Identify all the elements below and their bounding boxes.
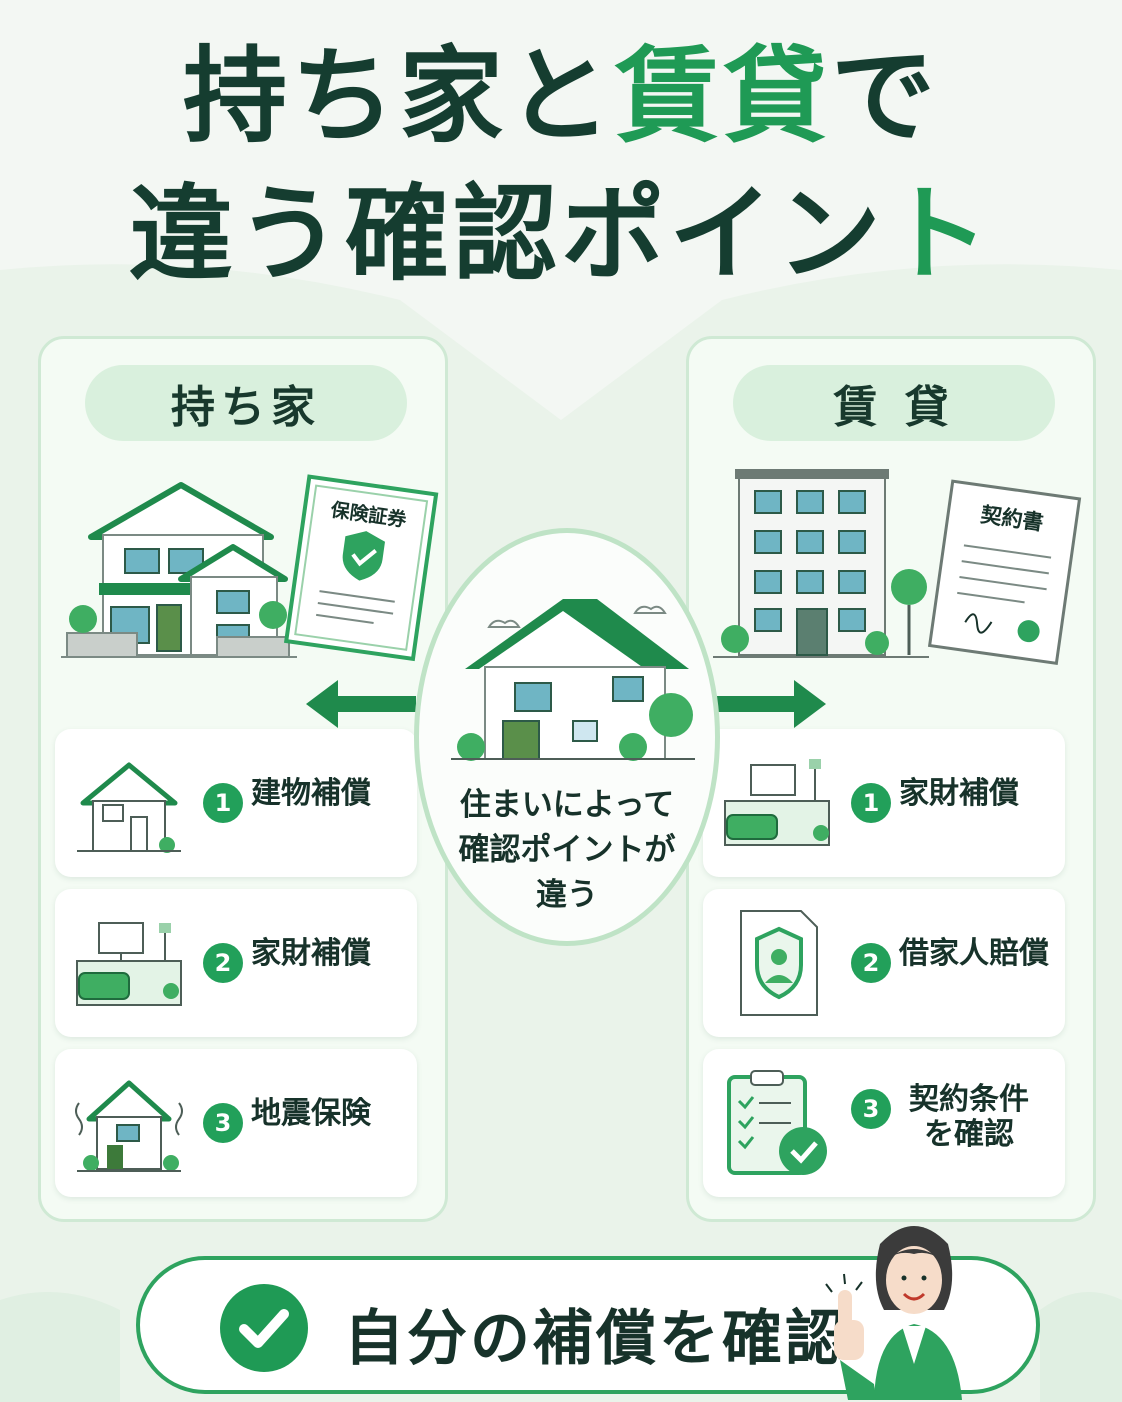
rental-scene: 契約書	[713, 469, 1082, 666]
furniture-icon	[76, 922, 182, 1006]
rental-heading: 賃 貸	[733, 365, 1055, 441]
number-badge-3: 3	[203, 1103, 243, 1143]
number-badge-2: 2	[851, 943, 891, 983]
center-message-line3: 違う	[536, 877, 598, 913]
number-badge-1: 1	[851, 783, 891, 823]
earthquake-house-icon	[75, 1080, 183, 1172]
arrow-left-icon	[306, 680, 416, 728]
clipboard-check-icon	[727, 1070, 827, 1175]
center-message-line1: 住まいによって	[459, 787, 675, 823]
contract-terms-line2: を確認	[924, 1116, 1014, 1152]
title-text: 違う確認ポイン	[128, 173, 885, 295]
owned-item-3-card: 3 地震保険	[55, 1049, 417, 1197]
owned-home-heading: 持ち家	[85, 365, 407, 441]
center-message: 住まいによって 確認ポイントが 違う	[419, 783, 715, 918]
page-title-line2: 違う確認ポイント	[0, 182, 1122, 286]
number-badge-3: 3	[851, 1089, 891, 1129]
rental-item-3-card: 3 契約条件 を確認	[703, 1049, 1065, 1197]
contract-document-icon: 契約書	[927, 479, 1082, 666]
house-icon	[77, 762, 181, 853]
apartment-building-icon	[713, 469, 929, 658]
pointing-woman-illustration	[825, 1226, 962, 1400]
page-title-line1: 持ち家と賃貸で	[0, 44, 1122, 148]
earthquake-insurance-label: 地震保険	[251, 1096, 371, 1131]
furniture-icon	[724, 759, 830, 846]
contents-coverage-label: 家財補償	[899, 776, 1019, 811]
rental-item-2-card: 2 借家人賠償	[703, 889, 1065, 1037]
building-coverage-label: 建物補償	[251, 776, 371, 811]
owned-item-2-card: 2 家財補償	[55, 889, 417, 1037]
owned-home-scene: 保険証券	[61, 474, 439, 662]
insurance-certificate-icon: 保険証券	[283, 474, 439, 662]
title-text: で	[831, 35, 940, 157]
contents-coverage-label: 家財補償	[251, 936, 371, 971]
rental-panel: 賃 貸 契約書	[686, 336, 1096, 1222]
center-summary-oval: 住まいによって 確認ポイントが 違う	[414, 528, 720, 946]
contract-terms-line1: 契約条件	[909, 1082, 1029, 1117]
owned-item-1-card: 1 建物補償	[55, 729, 417, 877]
number-badge-2: 2	[203, 943, 243, 983]
center-message-line2: 確認ポイントが	[458, 832, 676, 868]
owned-home-panel: 持ち家 保険証券	[38, 336, 448, 1222]
check-circle-icon	[220, 1284, 308, 1372]
tenant-liability-label: 借家人賠償	[899, 936, 1049, 971]
contract-terms-label: 契約条件 を確認	[899, 1082, 1039, 1152]
bottom-callout-text: 自分の補償を確認	[344, 1304, 848, 1374]
two-story-house-icon	[61, 482, 297, 658]
arrow-right-icon	[716, 680, 826, 728]
center-house-icon	[451, 599, 695, 761]
rental-item-1-card: 1 家財補償	[703, 729, 1065, 877]
title-accent-text: ト	[885, 173, 994, 295]
title-accent-text: 賃貸	[614, 35, 831, 157]
number-badge-1: 1	[203, 783, 243, 823]
title-text: 持ち家と	[182, 35, 615, 157]
shield-document-icon	[740, 910, 818, 1016]
